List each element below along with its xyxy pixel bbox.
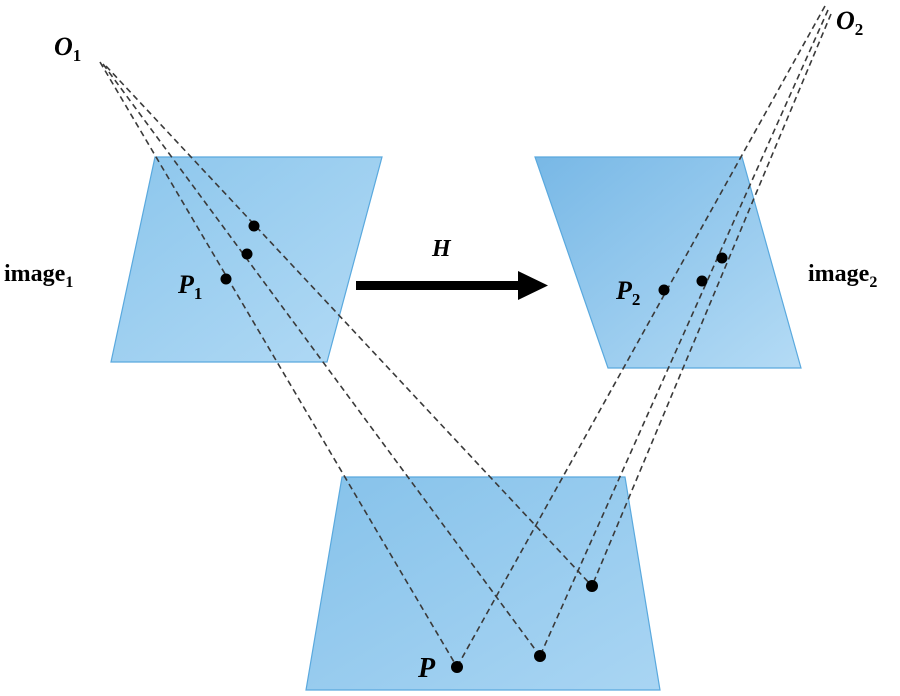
point-p1-label: P1	[177, 270, 202, 303]
world-point-mid	[534, 650, 546, 662]
point-p	[451, 661, 463, 673]
image2-points	[658, 252, 728, 296]
image2-point-mid	[696, 275, 708, 287]
ray-o2-mid	[539, 9, 829, 657]
ray-o2-right	[591, 13, 832, 587]
camera2-label: O2	[836, 6, 863, 39]
ray-o1-right	[105, 65, 593, 587]
point-p2	[658, 284, 670, 296]
homography-arrow	[356, 271, 548, 300]
rays-camera1	[99, 61, 593, 668]
image2-plane	[534, 156, 802, 369]
image2-point-top	[716, 252, 728, 264]
ray-o2-p	[456, 5, 826, 668]
world-plane	[305, 476, 661, 691]
world-point-right	[586, 580, 598, 592]
ray-o1-p	[99, 61, 458, 668]
arrow-head	[518, 271, 548, 300]
image2-label: image2	[808, 261, 877, 291]
ray-o1-mid	[102, 63, 541, 657]
point-p2-label: P2	[615, 276, 640, 309]
arrow-shaft	[356, 281, 522, 290]
point-p-label: P	[417, 653, 436, 684]
image1-points	[220, 220, 260, 285]
image1-point-mid	[241, 248, 253, 260]
world-points	[451, 580, 598, 673]
point-p1	[220, 273, 232, 285]
image1-label: image1	[4, 261, 73, 291]
homography-label: H	[431, 236, 452, 262]
camera1-label: O1	[54, 32, 81, 65]
rays-camera2	[456, 5, 832, 668]
image1-point-top	[248, 220, 260, 232]
